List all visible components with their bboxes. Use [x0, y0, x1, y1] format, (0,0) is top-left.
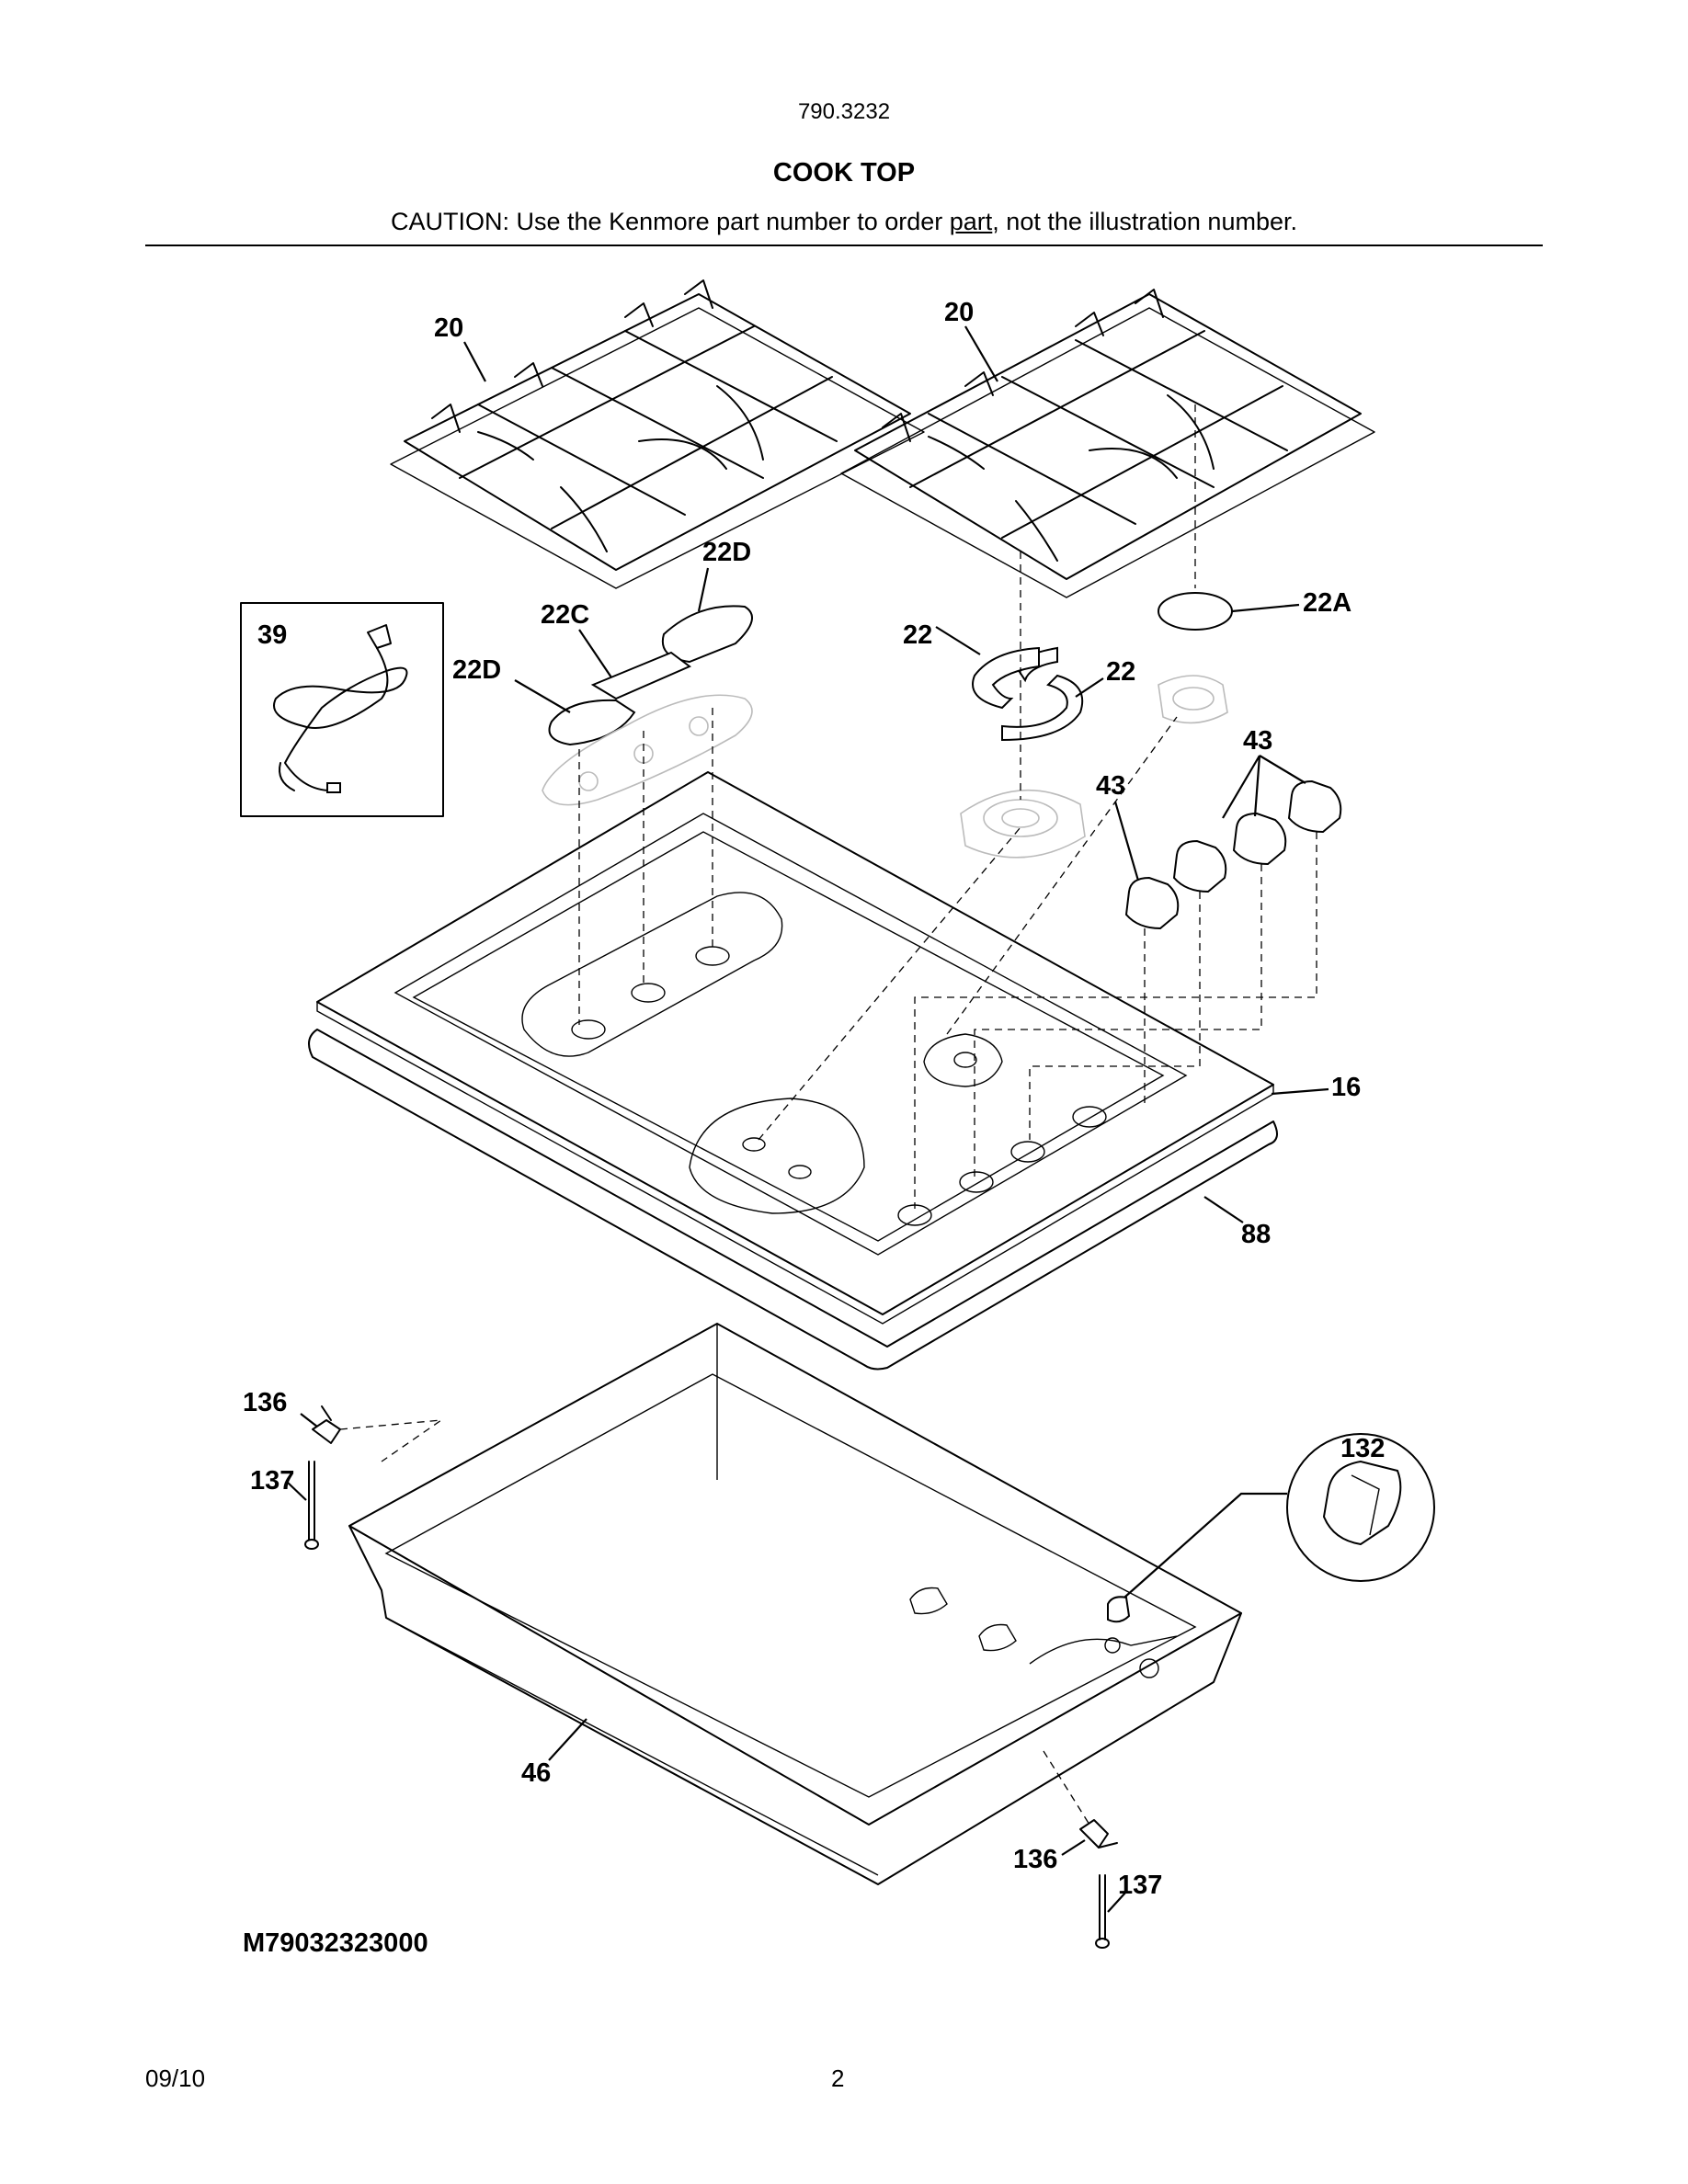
callout-22a: 22A	[1303, 588, 1352, 618]
leader-lines	[286, 325, 1329, 1913]
callout-power-cord: 39	[257, 620, 287, 650]
burner-box-46-drawing	[348, 1323, 1242, 1885]
screw-137-right-drawing	[1095, 1874, 1110, 1949]
callout-screw-137-right: 137	[1118, 1871, 1162, 1900]
burner-cap-22a-drawing	[1158, 592, 1233, 631]
control-knobs-43	[1124, 779, 1342, 930]
diagram-code: M79032323000	[243, 1928, 428, 1958]
grate-right-drawing	[840, 289, 1375, 598]
callout-22d-top: 22D	[702, 538, 751, 567]
caution-note: CAUTION: Use the Kenmore part number to …	[0, 208, 1688, 236]
screw-137-left-drawing	[304, 1461, 319, 1550]
caution-text-underlined: part	[949, 208, 993, 235]
gasket-88-drawing	[308, 1029, 1278, 1371]
footer-date: 09/10	[145, 2065, 206, 2092]
callout-screw-137-left: 137	[250, 1466, 294, 1496]
power-cord-inset	[240, 602, 444, 817]
small-burner-base	[1158, 675, 1228, 724]
burner-caps-22	[548, 605, 753, 746]
footer-page-number: 2	[831, 2065, 845, 2092]
callout-gasket-88: 88	[1241, 1220, 1271, 1249]
page-title: COOK TOP	[772, 158, 916, 188]
burner-ring-22	[972, 646, 1084, 742]
callout-22d-left: 22D	[452, 655, 501, 685]
grate-left-drawing	[390, 279, 925, 589]
spark-module-132-drawing	[1107, 1433, 1435, 1623]
callout-22-right: 22	[1106, 657, 1135, 687]
caution-text-after: , not the illustration number.	[992, 208, 1297, 235]
callout-bracket-136-left: 136	[243, 1388, 287, 1417]
callout-cooktop-16: 16	[1331, 1073, 1361, 1102]
callout-grate-left: 20	[434, 313, 463, 343]
large-burner-base	[960, 789, 1086, 859]
header-rule	[145, 245, 1543, 246]
callout-knobs-43-group: 43	[1243, 726, 1272, 756]
caution-text-before: CAUTION: Use the Kenmore part number to …	[391, 208, 950, 235]
callout-knob-43: 43	[1096, 771, 1125, 801]
bracket-136-right-drawing	[1079, 1819, 1118, 1848]
callout-spark-module-132: 132	[1340, 1434, 1385, 1463]
alignment-lines	[339, 404, 1317, 1826]
callout-bracket-136-right: 136	[1013, 1845, 1057, 1874]
cooktop-16-drawing	[316, 771, 1274, 1325]
callout-22-left: 22	[903, 620, 932, 650]
bracket-136-left-drawing	[312, 1405, 341, 1444]
callout-grate-right: 20	[944, 298, 974, 327]
callout-burner-box-46: 46	[521, 1758, 551, 1788]
oval-burner-base	[542, 694, 753, 806]
callout-22c: 22C	[541, 600, 589, 630]
model-number: 790.3232	[797, 99, 891, 124]
